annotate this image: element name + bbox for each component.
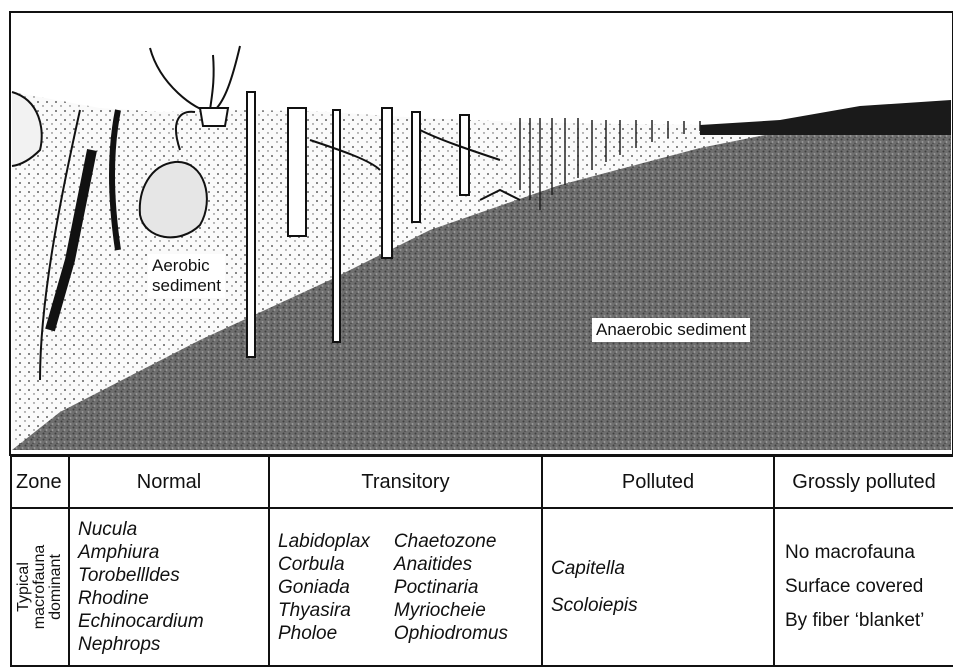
species-name: Ophiodromus <box>394 622 508 645</box>
species-name: Chaetozone <box>394 530 508 553</box>
species-name: Capitella <box>551 557 773 580</box>
transitory-header: Transitory <box>269 456 542 508</box>
grossly-polluted-note: By fiber ‘blanket’ <box>785 609 953 633</box>
anaerobic-sediment-label: Anaerobic sediment <box>592 318 750 342</box>
macrofauna-row: Typical macrofauna dominant Nucula Amphi… <box>11 508 953 666</box>
transitory-species-column-b: Chaetozone Anaitides Poctinaria Myrioche… <box>394 530 508 645</box>
species-name: Myriocheie <box>394 599 508 622</box>
grossly-polluted-note: No macrofauna <box>785 541 953 565</box>
zone-header: Zone <box>11 456 69 508</box>
species-name: Amphiura <box>78 541 268 564</box>
species-name: Nucula <box>78 518 268 541</box>
species-name: Thyasira <box>278 599 370 622</box>
species-name: Scoloiepis <box>551 594 773 617</box>
zone-table: Zone Normal Transitory Polluted Grossly … <box>10 455 953 667</box>
species-name: Torobellldes <box>78 564 268 587</box>
normal-species-cell: Nucula Amphiura Torobellldes Rhodine Ech… <box>69 508 269 666</box>
burrow-chamber <box>200 108 228 126</box>
polluted-species-cell: Capitella Scoloiepis <box>542 508 774 666</box>
polluted-header: Polluted <box>542 456 774 508</box>
zone-header-row: Zone Normal Transitory Polluted Grossly … <box>11 456 953 508</box>
grossly-polluted-cell: No macrofauna Surface covered By fiber ‘… <box>774 508 953 666</box>
species-name: Rhodine <box>78 587 268 610</box>
normal-header: Normal <box>69 456 269 508</box>
grossly-polluted-note: Surface covered <box>785 575 953 599</box>
aerobic-sediment-label: Aerobic sediment <box>148 254 225 298</box>
species-name: Poctinaria <box>394 576 508 599</box>
species-name: Pholoe <box>278 622 370 645</box>
species-name: Anaitides <box>394 553 508 576</box>
species-name: Nephrops <box>78 633 268 656</box>
species-name: Labidoplax <box>278 530 370 553</box>
species-name: Echinocardium <box>78 610 268 633</box>
species-name: Corbula <box>278 553 370 576</box>
transitory-species-cell: Labidoplax Corbula Goniada Thyasira Phol… <box>269 508 542 666</box>
species-name: Goniada <box>278 576 370 599</box>
grossly-polluted-header: Grossly polluted <box>774 456 953 508</box>
macrofauna-row-label: Typical macrofauna dominant <box>11 508 69 666</box>
transitory-species-column-a: Labidoplax Corbula Goniada Thyasira Phol… <box>278 530 370 645</box>
